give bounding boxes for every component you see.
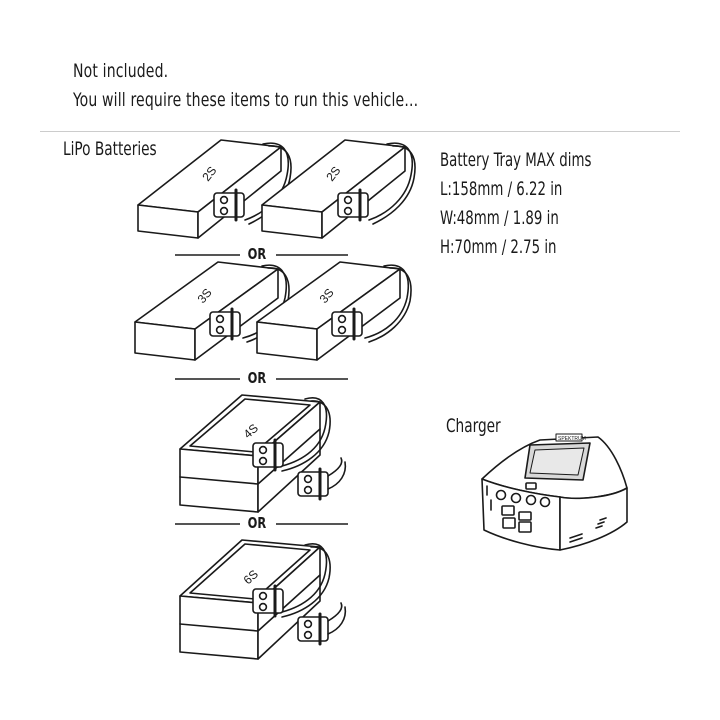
battery-2s-icon: 2S [137, 139, 292, 239]
lipo-batteries-title: LiPo Batteries [63, 138, 157, 160]
or-label: OR [247, 514, 267, 532]
loose-connector-icon [297, 602, 347, 646]
header-divider [40, 131, 680, 132]
or-divider-left [175, 378, 240, 380]
or-divider-left [175, 523, 240, 525]
charger-icon: SPEKTRUM [481, 433, 628, 551]
requirements-text: You will require these items to run this… [73, 89, 419, 111]
tray-length: L:158mm / 6.22 in [440, 178, 563, 200]
charger-title: Charger [446, 415, 501, 437]
or-divider-right [276, 378, 348, 380]
tray-title: Battery Tray MAX dims [440, 149, 592, 171]
tray-height: H:70mm / 2.75 in [440, 236, 557, 258]
or-divider-right [276, 254, 348, 256]
battery-tray-dims: Battery Tray MAX dims L:158mm / 6.22 in … [440, 146, 591, 262]
battery-2s-icon: 2S [261, 139, 416, 239]
not-included-text: Not included. [73, 60, 169, 82]
battery-3s-icon: 3S [256, 261, 412, 361]
tray-width: W:48mm / 1.89 in [440, 207, 559, 229]
charger-brand: SPEKTRUM [558, 436, 586, 442]
battery-6s-icon: 6S [179, 539, 347, 660]
battery-3s-icon: 3S [134, 261, 290, 361]
or-label: OR [247, 369, 267, 387]
or-label: OR [247, 245, 267, 263]
battery-4s-icon: 4S [179, 394, 347, 513]
or-divider-right [276, 523, 348, 525]
loose-connector-icon [297, 457, 347, 501]
or-divider-left [175, 254, 240, 256]
